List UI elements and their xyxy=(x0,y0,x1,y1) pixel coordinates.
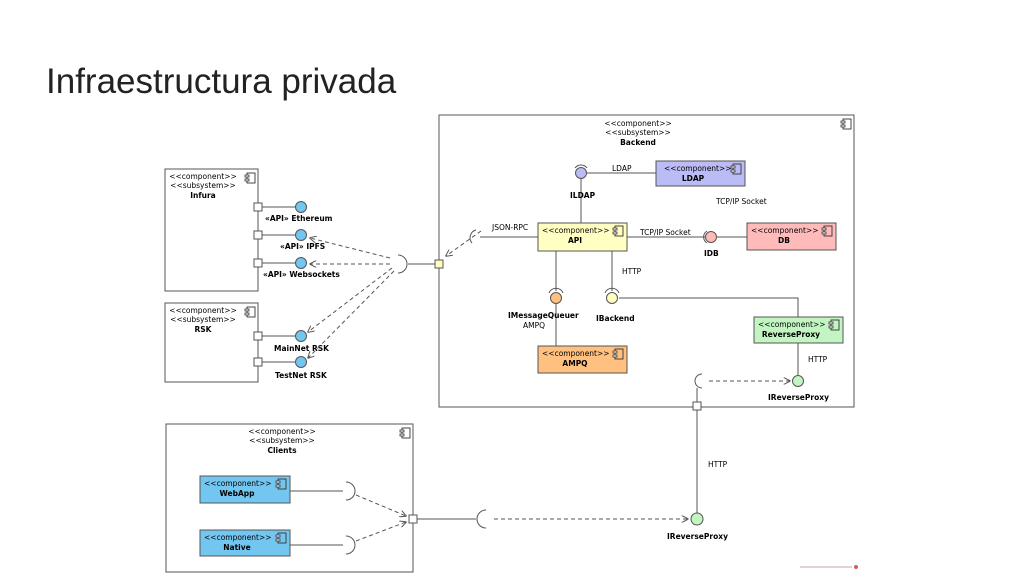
imessagequeuer-label: IMessageQueuer xyxy=(508,311,579,320)
ireverseproxy-backend-label: IReverseProxy xyxy=(768,393,829,402)
imessagequeuer-interface-icon xyxy=(550,292,562,304)
ampq-connector-label: AMPQ xyxy=(523,321,545,330)
backend-bottom-port xyxy=(692,401,702,411)
testnet-interface-icon xyxy=(295,356,307,368)
api-name: API xyxy=(568,236,582,245)
reverse-proxy-component: <<component>> ReverseProxy xyxy=(753,316,844,344)
idb-interface-icon xyxy=(705,231,717,243)
backend-stereotype-component: <<component>> xyxy=(604,119,672,128)
rsk-name: RSK xyxy=(195,325,213,334)
ethereum-interface-icon xyxy=(295,201,307,213)
db-name: DB xyxy=(778,236,790,245)
infura-subsystem: <<component>> <<subsystem>> Infura «API»… xyxy=(164,168,340,292)
clients-name: Clients xyxy=(267,446,297,455)
http-proxy-label: HTTP xyxy=(808,355,828,364)
infura-name: Infura xyxy=(190,191,216,200)
websockets-interface-icon xyxy=(295,257,307,269)
external-api-dependencies xyxy=(308,238,435,358)
reverse-proxy-stereotype: <<component>> xyxy=(758,320,826,329)
clients-socket-icon xyxy=(476,509,487,529)
rsk-stereotype-subsystem: <<subsystem>> xyxy=(170,315,236,324)
ibackend-socket-icon xyxy=(604,287,620,294)
api-component: <<component>> API xyxy=(537,222,628,252)
tcp-socket-top-label: TCP/IP Socket xyxy=(715,197,767,206)
webapp-component: <<component>> WebApp xyxy=(199,475,291,504)
native-component: <<component>> Native xyxy=(199,529,291,557)
ipfs-interface-icon xyxy=(295,229,307,241)
backend-name: Backend xyxy=(620,138,656,147)
rsk-stereotype-component: <<component>> xyxy=(169,306,237,315)
tool-watermark xyxy=(800,565,858,569)
ldap-stereotype: <<component>> xyxy=(664,164,732,173)
ibackend-label: IBackend xyxy=(596,314,635,323)
ldap-connector-label: LDAP xyxy=(612,164,632,173)
ampq-stereotype: <<component>> xyxy=(542,349,610,358)
ireverseproxy-backend-interface-icon xyxy=(792,375,804,387)
backend-bottom-socket-icon xyxy=(694,373,703,389)
ildap-label: ILDAP xyxy=(570,191,596,200)
infura-stereotype-subsystem: <<subsystem>> xyxy=(170,181,236,190)
ldap-name: LDAP xyxy=(682,174,705,183)
imessagequeuer-socket-icon xyxy=(548,287,564,294)
webapp-socket-icon xyxy=(345,481,356,501)
native-stereotype: <<component>> xyxy=(204,533,272,542)
clients-right-port xyxy=(408,514,418,524)
rsk-subsystem: <<component>> <<subsystem>> RSK MainNet … xyxy=(164,302,330,383)
ireverseproxy-clients-label: IReverseProxy xyxy=(667,532,728,541)
mainnet-interface-icon xyxy=(295,330,307,342)
infura-stereotype-component: <<component>> xyxy=(169,172,237,181)
db-stereotype: <<component>> xyxy=(751,226,819,235)
http-clients-label: HTTP xyxy=(708,460,728,469)
testnet-label: TestNet RSK xyxy=(275,371,328,380)
idb-socket-icon xyxy=(703,230,708,244)
webapp-name: WebApp xyxy=(219,489,255,498)
mainnet-label: MainNet RSK xyxy=(274,344,330,353)
backend-left-socket-icon xyxy=(397,254,408,274)
slide-title: Infraestructura privada xyxy=(46,62,397,101)
clients-stereotype-component: <<component>> xyxy=(248,427,316,436)
backend-left-port xyxy=(434,259,444,269)
ipfs-label: «API» IPFS xyxy=(280,242,325,251)
http-api-label: HTTP xyxy=(622,267,642,276)
ildap-socket-icon xyxy=(574,164,588,169)
backend-stereotype-subsystem: <<subsystem>> xyxy=(605,128,671,137)
backend-subsystem: <<component>> <<subsystem>> Backend xyxy=(438,114,855,408)
native-socket-icon xyxy=(345,535,356,555)
webapp-stereotype: <<component>> xyxy=(204,479,272,488)
websockets-label: «API» Websockets xyxy=(263,270,340,279)
ldap-component: <<component>> LDAP xyxy=(655,160,746,187)
clients-stereotype-subsystem: <<subsystem>> xyxy=(249,436,315,445)
ampq-name: AMPQ xyxy=(562,359,587,368)
tcp-socket-api-label: TCP/IP Socket xyxy=(639,228,691,237)
ildap-interface-icon xyxy=(575,167,587,179)
api-stereotype: <<component>> xyxy=(542,226,610,235)
json-rpc-label: JSON-RPC xyxy=(491,223,528,232)
backend-connectors: LDAP ILDAP TCP/IP Socket TCP/IP Socket I… xyxy=(434,164,829,411)
idb-label: IDB xyxy=(704,249,719,258)
ampq-component: <<component>> AMPQ xyxy=(537,345,628,374)
native-name: Native xyxy=(223,543,250,552)
db-component: <<component>> DB xyxy=(746,222,837,251)
clients-connectors: HTTP IReverseProxy xyxy=(290,410,728,555)
ireverseproxy-clients-interface-icon xyxy=(690,512,704,526)
ibackend-interface-icon xyxy=(606,292,618,304)
ethereum-label: «API» Ethereum xyxy=(265,214,333,223)
reverse-proxy-name: ReverseProxy xyxy=(762,330,820,339)
